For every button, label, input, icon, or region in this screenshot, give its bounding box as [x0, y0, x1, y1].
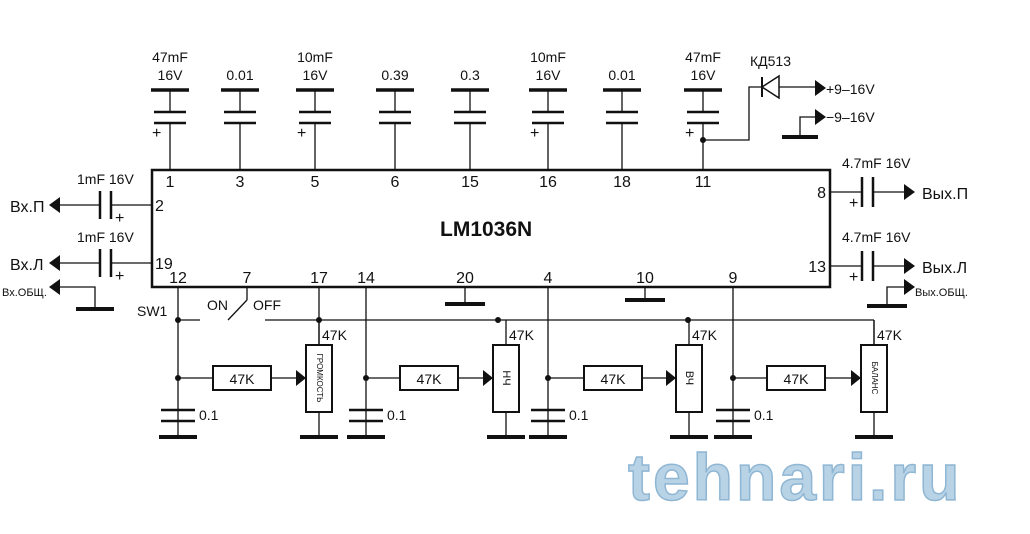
capacitor-value: 47mF	[685, 49, 721, 65]
pin-number: 11	[695, 174, 712, 191]
resistor-value: 47K	[230, 371, 256, 387]
potentiometer-label: ВЧ	[683, 371, 695, 385]
output-label: Вых.Л	[922, 260, 967, 277]
potentiometer-wiper	[666, 370, 676, 386]
capacitor-voltage: 16V	[158, 67, 184, 83]
capacitor-value: 0.39	[381, 67, 408, 83]
potentiometer-wiper	[483, 370, 493, 386]
potentiometer-value: 47K	[509, 327, 535, 343]
capacitor-voltage: 16V	[303, 67, 329, 83]
pin-number: 15	[461, 174, 479, 191]
potentiometer-label: БАЛАНС	[870, 362, 879, 395]
input-label: Вх.П	[10, 199, 44, 216]
arrow-icon	[904, 184, 915, 200]
ic-body	[150, 168, 832, 289]
pin-number: 13	[808, 259, 826, 276]
potentiometer-label: ГРОМКОСТЬ	[315, 354, 324, 403]
resistor-value: 47K	[417, 371, 443, 387]
potentiometer-value: 47K	[692, 327, 718, 343]
resistor-value: 47K	[784, 371, 810, 387]
pin-number: 19	[155, 256, 173, 273]
polarity-mark: +	[297, 125, 306, 142]
switch-on-label: ON	[207, 297, 228, 313]
capacitor-value: 1mF 16V	[77, 171, 134, 187]
pin-number: 1	[166, 174, 175, 191]
pin-number: 12	[169, 270, 187, 287]
pin-number: 6	[391, 174, 400, 191]
potentiometer-label: НЧ	[500, 370, 512, 385]
polarity-mark: +	[115, 210, 124, 227]
capacitor-value: 0.1	[387, 407, 407, 423]
resistor-value: 47K	[601, 371, 627, 387]
polarity-mark: +	[685, 125, 694, 142]
capacitor-voltage: 16V	[536, 67, 562, 83]
pin-number: 18	[613, 174, 631, 191]
diode-icon	[760, 74, 780, 100]
junction-dot	[175, 317, 181, 323]
junction-dot	[495, 317, 501, 323]
wire	[799, 116, 815, 137]
pin-number: 3	[236, 174, 245, 191]
potentiometer-value: 47K	[322, 327, 348, 343]
capacitor-value: 47mF	[152, 49, 188, 65]
pin-number: 2	[155, 198, 164, 215]
potentiometer-value: 47K	[877, 327, 903, 343]
diode-label: КД513	[750, 53, 791, 69]
arrow-icon	[49, 255, 60, 271]
pin-number: 9	[729, 270, 738, 287]
polarity-mark: +	[152, 125, 161, 142]
polarity-mark: +	[849, 269, 858, 286]
arrow-icon	[49, 197, 60, 213]
pin-number: 14	[357, 270, 375, 287]
ic-name: LM1036N	[440, 218, 532, 241]
switch-lever	[227, 299, 248, 321]
arrow-icon	[815, 80, 826, 96]
polarity-mark: +	[530, 125, 539, 142]
pin-number: 7	[243, 270, 252, 287]
supply-plus-label: +9–16V	[826, 81, 875, 97]
pin-number: 8	[817, 185, 826, 202]
capacitor-value: 4.7mF 16V	[842, 229, 911, 245]
capacitor-value: 1mF 16V	[77, 229, 134, 245]
arrow-icon	[904, 279, 915, 295]
supply-minus-label: −9–16V	[826, 109, 875, 125]
pin-number: 17	[310, 270, 328, 287]
capacitor-value: 0.3	[460, 67, 480, 83]
output-label: Вых.П	[922, 186, 968, 203]
switch-label: SW1	[137, 303, 168, 319]
wire	[60, 286, 96, 309]
capacitor-value: 0.1	[199, 407, 219, 423]
pin-number: 4	[544, 270, 553, 287]
capacitor-value: 0.01	[608, 67, 635, 83]
input-label: Вх.Л	[10, 257, 43, 274]
polarity-mark: +	[849, 195, 858, 212]
potentiometer-wiper	[851, 370, 861, 386]
switch-off-label: OFF	[253, 297, 281, 313]
output-common-label: Вых.ОБЩ.	[915, 287, 968, 299]
potentiometer-wiper	[296, 370, 306, 386]
capacitor-value: 10mF	[530, 49, 566, 65]
polarity-mark: +	[115, 268, 124, 285]
wire	[886, 286, 904, 306]
capacitor-value: 4.7mF 16V	[842, 155, 911, 171]
input-common-label: Вх.ОБЩ.	[2, 287, 47, 299]
pin-number: 10	[636, 270, 654, 287]
pin-number: 5	[311, 174, 320, 191]
capacitor-value: 10mF	[297, 49, 333, 65]
junction-dot	[685, 317, 691, 323]
arrow-icon	[815, 109, 826, 125]
arrow-icon	[49, 279, 60, 295]
wire	[703, 86, 762, 141]
capacitor-value: 0.1	[569, 407, 589, 423]
pin-number: 16	[539, 174, 557, 191]
watermark-logo: tehnari.ru	[628, 440, 962, 514]
capacitor-value: 0.01	[226, 67, 253, 83]
pin-number: 20	[456, 270, 474, 287]
capacitor-value: 0.1	[754, 407, 774, 423]
arrow-icon	[904, 258, 915, 274]
capacitor-voltage: 16V	[691, 67, 717, 83]
